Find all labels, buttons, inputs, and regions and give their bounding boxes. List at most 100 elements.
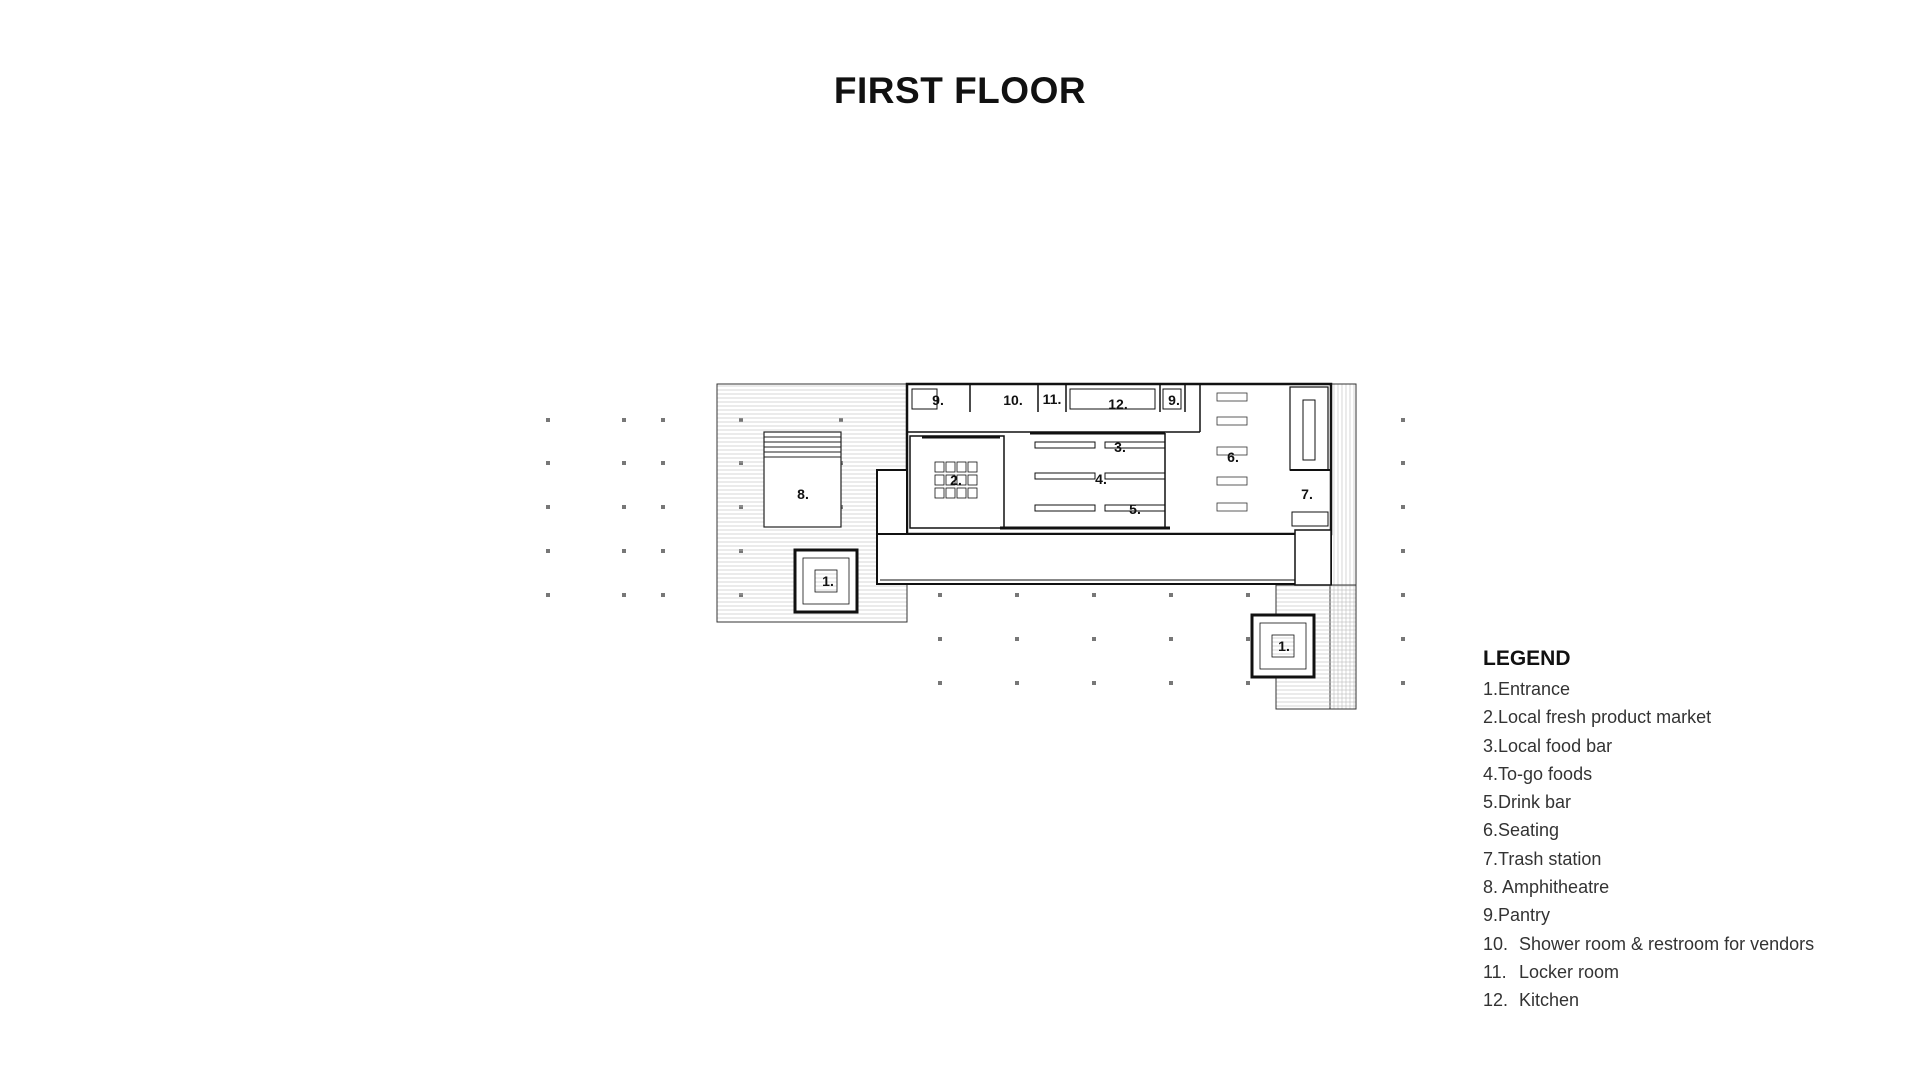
legend-item-number: 2.	[1483, 707, 1499, 728]
label-market: 2.	[950, 472, 962, 488]
legend-item-number: 9.	[1483, 905, 1499, 926]
amphitheatre	[763, 431, 842, 528]
legend-item: 2. Local fresh product market	[1483, 703, 1814, 731]
legend-item: 1. Entrance	[1483, 675, 1814, 703]
label-drink-bar: 5.	[1129, 501, 1141, 517]
column-dot	[1401, 681, 1405, 685]
legend-item-number: 5.	[1483, 792, 1499, 813]
label-trash: 7.	[1301, 486, 1313, 502]
label-amphitheatre: 8.	[797, 486, 809, 502]
column-dot	[1015, 637, 1019, 641]
seating-table	[1216, 502, 1248, 512]
column-dot	[622, 593, 626, 597]
legend-item-number: 7.	[1483, 848, 1499, 869]
legend-item-text: Seating	[1498, 820, 1560, 841]
column-dot	[938, 593, 942, 597]
column-dot	[1401, 637, 1405, 641]
seating-table	[1216, 392, 1248, 402]
label-seating: 6.	[1227, 449, 1239, 465]
column-dot	[1246, 637, 1250, 641]
market-stall	[967, 461, 978, 473]
label-kitchen: 12.	[1108, 396, 1127, 412]
column-dot	[1169, 637, 1173, 641]
column-dot	[1246, 593, 1250, 597]
legend-item: 6. Seating	[1483, 816, 1814, 844]
column-dot	[1092, 681, 1096, 685]
market-stall	[934, 474, 945, 486]
column-dot	[1015, 593, 1019, 597]
column-dot	[661, 549, 665, 553]
column-dot	[622, 461, 626, 465]
column-dot	[661, 593, 665, 597]
label-food-bar: 3.	[1114, 439, 1126, 455]
legend-item-number: 12.	[1483, 990, 1509, 1011]
column-dot	[938, 637, 942, 641]
label-locker: 11.	[1043, 391, 1062, 407]
column-dot	[1015, 681, 1019, 685]
market-stall	[945, 487, 956, 499]
legend-item-number: 6.	[1483, 820, 1499, 841]
label-pantry-left: 9.	[932, 392, 944, 408]
legend-item-text: Drink bar	[1498, 792, 1572, 813]
legend-item: 7. Trash station	[1483, 845, 1814, 873]
legend-item-number: 10.	[1483, 933, 1509, 954]
market-stall	[945, 461, 956, 473]
legend-item: 3. Local food bar	[1483, 732, 1814, 760]
label-to-go: 4.	[1095, 471, 1107, 487]
label-pantry-right: 9.	[1168, 392, 1180, 408]
legend-title: LEGEND	[1483, 647, 1571, 670]
column-dot	[546, 593, 550, 597]
label-shower: 10.	[1003, 392, 1022, 408]
market-stall	[945, 474, 956, 486]
column-dot	[1169, 593, 1173, 597]
market-area	[909, 435, 1005, 529]
column-dot	[622, 418, 626, 422]
column-dot	[546, 461, 550, 465]
stair-right	[1250, 613, 1316, 679]
column-dot	[1401, 549, 1405, 553]
column-dot	[938, 681, 942, 685]
column-dot	[1401, 461, 1405, 465]
column-dot	[1092, 637, 1096, 641]
legend-item: 11. Locker room	[1483, 958, 1814, 986]
column-dot	[1401, 505, 1405, 509]
legend-item-text: Entrance	[1498, 679, 1571, 699]
legend-item: 4. To-go foods	[1483, 760, 1814, 788]
column-dot	[1246, 681, 1250, 685]
column-dot	[546, 505, 550, 509]
column-dot	[661, 461, 665, 465]
market-stall	[967, 487, 978, 499]
legend-item-text: Locker room	[1519, 961, 1620, 982]
market-stall	[934, 461, 945, 473]
column-dot	[546, 418, 550, 422]
seating-table	[1216, 476, 1248, 486]
column-dot	[1401, 593, 1405, 597]
page-title: FIRST FLOOR	[833, 70, 1087, 111]
market-stall	[934, 487, 945, 499]
market-stall	[956, 461, 967, 473]
legend-item-number: 4.	[1483, 763, 1499, 784]
market-stall	[967, 474, 978, 486]
column-dot	[1169, 681, 1173, 685]
column-dot	[1401, 418, 1405, 422]
market-stall	[956, 487, 967, 499]
legend-item-text: Pantry	[1498, 905, 1551, 926]
legend-item-text: Kitchen	[1519, 990, 1580, 1011]
legend-item-number: 1.	[1483, 679, 1499, 699]
legend-item-text: To-go foods	[1498, 763, 1593, 784]
column-dot	[661, 505, 665, 509]
legend-item-text: Shower room & restroom for vendors	[1519, 933, 1815, 954]
legend-item-text: Amphitheatre	[1498, 877, 1610, 898]
stair-left	[793, 548, 859, 614]
legend-item-text: Trash station	[1498, 848, 1602, 869]
legend-item: 5. Drink bar	[1483, 788, 1814, 816]
legend-item-number: 11.	[1483, 961, 1507, 982]
legend-item-number: 3.	[1483, 735, 1499, 756]
legend-item-text: Local food bar	[1498, 735, 1613, 756]
legend-item-text: Local fresh product market	[1498, 707, 1712, 728]
column-dot	[1092, 593, 1096, 597]
column-dot	[546, 549, 550, 553]
